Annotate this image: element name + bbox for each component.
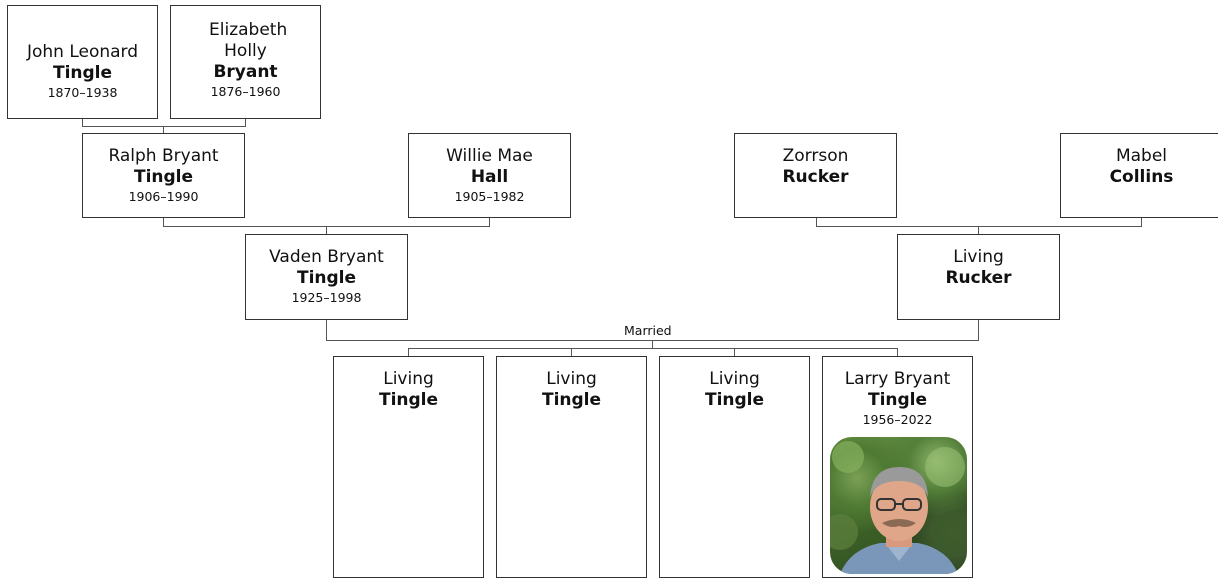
person-card[interactable]: Vaden Bryant Tingle 1925–1998 xyxy=(245,234,408,320)
person-card[interactable]: Mabel Collins xyxy=(1060,133,1218,218)
person-given-name: Living xyxy=(383,369,434,389)
connector-line xyxy=(245,118,246,127)
person-given-name: Mabel xyxy=(1115,146,1168,166)
person-lifespan: 1876–1960 xyxy=(210,84,281,99)
connector-line xyxy=(897,348,898,357)
connector-line xyxy=(326,319,327,341)
connector-line xyxy=(652,340,653,349)
connector-line xyxy=(734,348,735,357)
person-surname: Bryant xyxy=(213,62,278,82)
person-surname: Tingle xyxy=(52,63,113,83)
person-card[interactable]: Living Rucker xyxy=(897,234,1060,320)
person-given-name: John Leonard xyxy=(26,42,139,62)
connector-line xyxy=(82,118,83,127)
person-surname: Tingle xyxy=(133,167,194,187)
connector-line xyxy=(1141,217,1142,227)
person-given-name: Living xyxy=(953,247,1004,267)
connector-line xyxy=(82,126,246,127)
connector-line xyxy=(489,217,490,227)
person-surname: Tingle xyxy=(378,390,439,410)
person-given-name: Elizabeth Holly xyxy=(209,20,288,61)
person-card[interactable]: Elizabeth Holly Bryant 1876–1960 xyxy=(170,5,321,119)
person-given-name: Ralph Bryant xyxy=(108,146,219,166)
person-given-name: Living xyxy=(709,369,760,389)
person-lifespan: 1956–2022 xyxy=(862,412,933,427)
person-lifespan: 1925–1998 xyxy=(291,290,362,305)
person-lifespan: 1906–1990 xyxy=(128,189,199,204)
person-card[interactable]: Larry Bryant Tingle 1956–2022 xyxy=(822,356,973,578)
person-surname: Tingle xyxy=(541,390,602,410)
person-surname: Rucker xyxy=(945,268,1012,288)
person-given-name: Willie Mae xyxy=(446,146,533,166)
person-surname: Tingle xyxy=(704,390,765,410)
person-given-name: Vaden Bryant xyxy=(269,247,384,267)
connector-line xyxy=(571,348,572,357)
connector-line xyxy=(408,348,409,357)
person-lifespan: 1905–1982 xyxy=(454,189,525,204)
connector-line xyxy=(816,217,817,227)
person-card[interactable]: John Leonard Tingle 1870–1938 xyxy=(7,5,158,119)
portrait-photo xyxy=(830,437,967,574)
person-surname: Tingle xyxy=(867,390,928,410)
person-card[interactable]: Living Tingle xyxy=(496,356,647,578)
person-surname: Tingle xyxy=(296,268,357,288)
connector-line xyxy=(163,217,164,227)
person-given-name: Zorrson xyxy=(782,146,849,166)
connector-line xyxy=(163,126,164,134)
person-card[interactable]: Zorrson Rucker xyxy=(734,133,897,218)
connector-line xyxy=(816,226,1142,227)
person-card[interactable]: Willie Mae Hall 1905–1982 xyxy=(408,133,571,218)
person-given-name: Larry Bryant xyxy=(844,369,951,389)
person-lifespan: 1870–1938 xyxy=(47,85,118,100)
person-given-name: Living xyxy=(546,369,597,389)
person-card[interactable]: Living Tingle xyxy=(333,356,484,578)
connector-line xyxy=(978,319,979,341)
person-surname: Collins xyxy=(1109,167,1174,187)
connector-line xyxy=(326,226,327,235)
person-surname: Rucker xyxy=(782,167,849,187)
connector-line xyxy=(408,348,898,349)
person-surname: Hall xyxy=(470,167,509,187)
connector-line xyxy=(978,226,979,235)
person-card[interactable]: Living Tingle xyxy=(659,356,810,578)
married-label: Married xyxy=(622,323,674,338)
person-card[interactable]: Ralph Bryant Tingle 1906–1990 xyxy=(82,133,245,218)
